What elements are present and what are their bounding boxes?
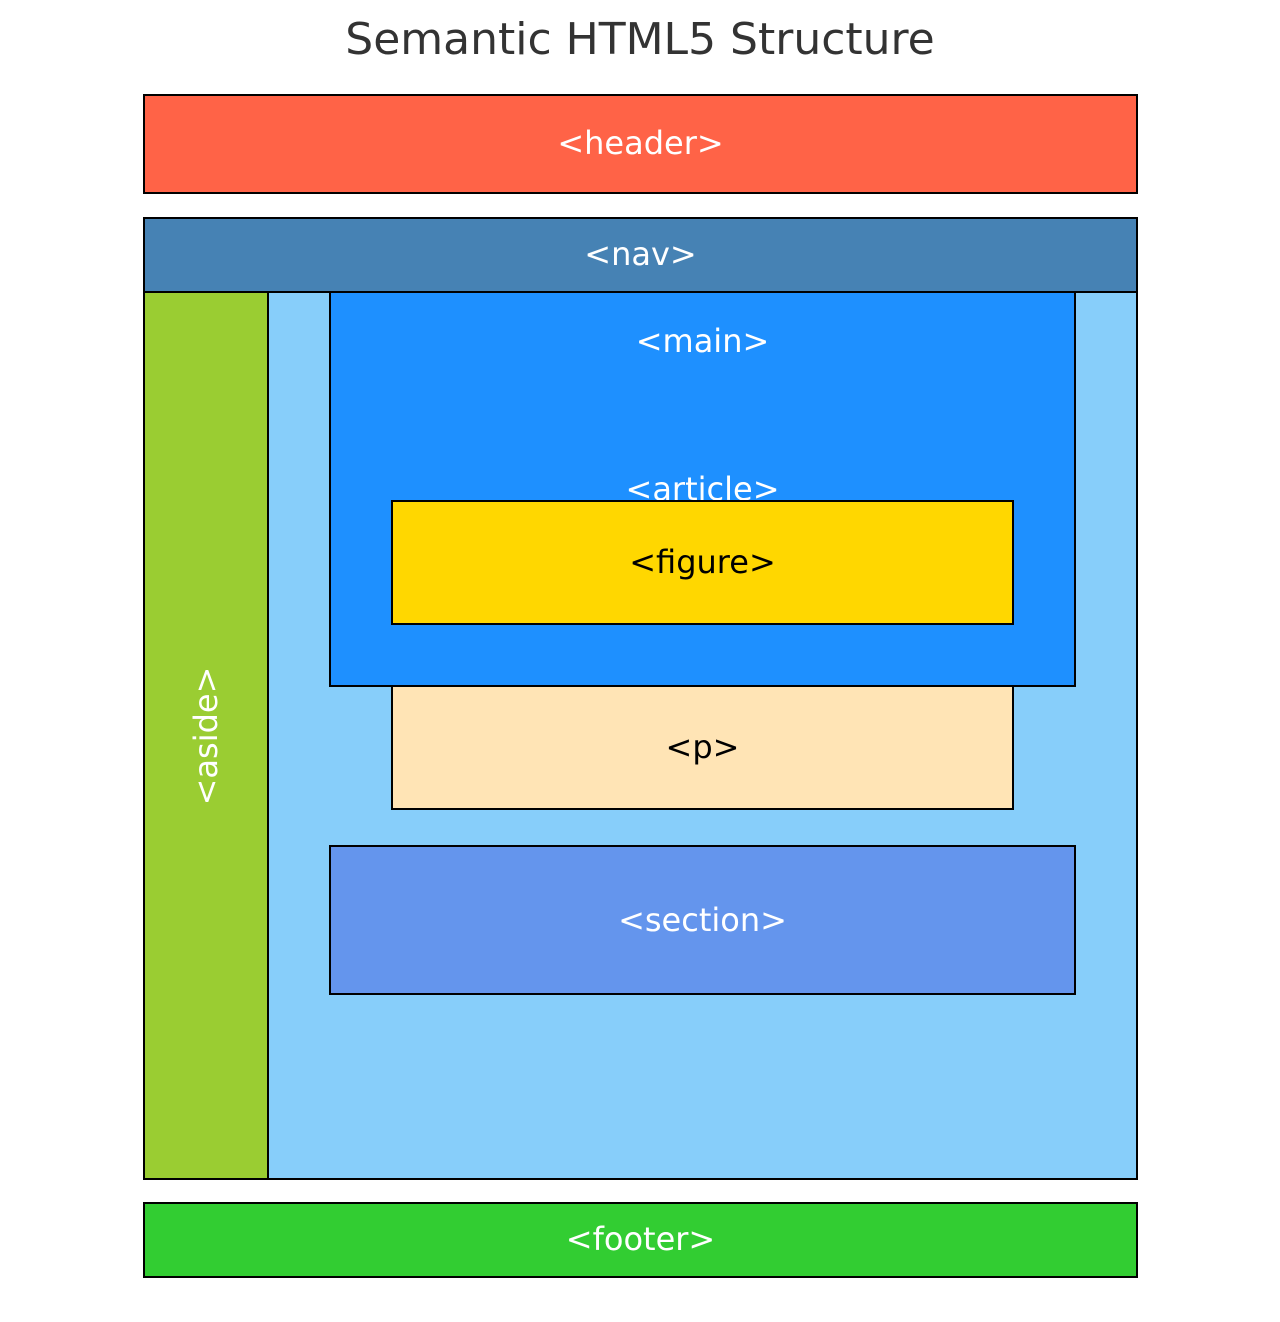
figure-label: <figure> bbox=[629, 543, 776, 581]
main-block: <main> <article> bbox=[329, 291, 1076, 687]
nav-label: <nav> bbox=[584, 235, 697, 273]
section-block: <section> bbox=[329, 845, 1076, 995]
diagram-title: Semantic HTML5 Structure bbox=[345, 14, 935, 65]
p-block: <p> bbox=[391, 685, 1014, 810]
header-label: <header> bbox=[557, 124, 724, 162]
footer-block: <footer> bbox=[143, 1202, 1138, 1278]
aside-label: <aside> bbox=[187, 666, 225, 805]
figure-block: <figure> bbox=[391, 500, 1014, 625]
section-label: <section> bbox=[618, 901, 787, 939]
header-block: <header> bbox=[143, 94, 1138, 194]
nav-block: <nav> bbox=[143, 217, 1138, 293]
p-label: <p> bbox=[665, 728, 740, 766]
footer-label: <footer> bbox=[565, 1220, 716, 1258]
main-label: <main> bbox=[635, 322, 770, 360]
aside-block: <aside> bbox=[143, 291, 269, 1180]
